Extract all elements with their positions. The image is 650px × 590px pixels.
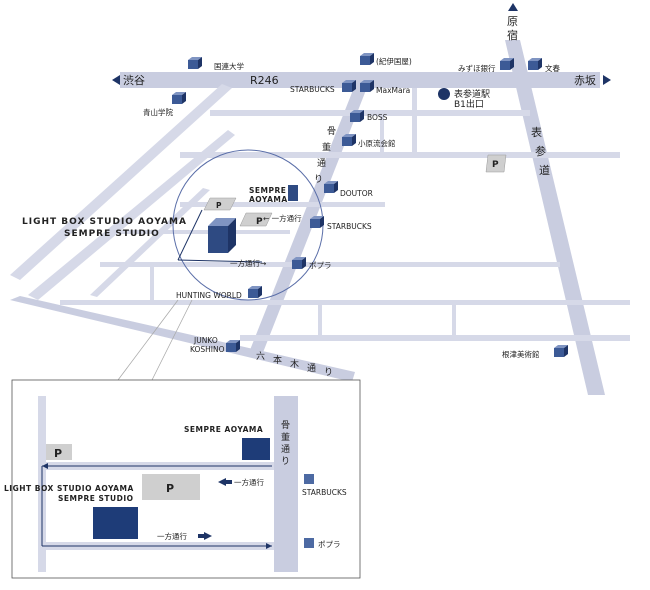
- road-kotto-1: 骨: [327, 126, 336, 137]
- lm-junko-2: KOSHINO: [190, 345, 225, 354]
- junko-building-icon: [226, 340, 240, 352]
- zoom-line-right: [151, 299, 193, 381]
- kinokuniya-building-icon: [360, 53, 374, 65]
- inset-lightbox-1: LIGHT BOX STUDIO AOYAMA: [4, 484, 134, 493]
- road-roppongi-4: 通: [307, 363, 316, 374]
- inset-kotto-1: 骨: [281, 420, 290, 431]
- parking-label-3: P: [256, 217, 263, 227]
- hunting-world-building-icon: [248, 286, 262, 298]
- road-omotesando-1: 表: [531, 125, 542, 139]
- inset-starbucks-icon: [304, 474, 314, 484]
- inset-studio-building: [93, 507, 138, 539]
- lm-lightbox-1: LIGHT BOX STUDIO AOYAMA: [22, 217, 187, 227]
- road-roppongi-1: 六: [256, 350, 265, 362]
- aoyama-gakuin-building-icon: [172, 92, 186, 104]
- road-roppongi-2: 本: [273, 354, 282, 366]
- inset-starbucks: STARBUCKS: [302, 488, 347, 497]
- road-omotesando-2: 参: [535, 144, 546, 158]
- inset-oneway-1: 一方通行: [234, 477, 264, 487]
- bunshun-building-icon: [528, 58, 542, 70]
- road-r246: R246: [250, 74, 279, 87]
- lm-maxmara: MaxMara: [376, 86, 410, 95]
- lm-oneway-2: 一方通行→: [230, 258, 266, 268]
- lm-poplar: ポプラ: [309, 261, 332, 270]
- road-roppongi-5: り: [324, 367, 333, 378]
- inset-parking-1: [46, 444, 72, 460]
- lm-boss: BOSS: [367, 113, 388, 122]
- kohara-building-icon: [342, 134, 356, 146]
- dir-harajuku-2: 宿: [507, 28, 518, 42]
- lm-aoyama-gakuin: 青山学院: [143, 107, 173, 117]
- inset-sempre-label: SEMPRE AOYAMA: [184, 425, 263, 434]
- station-icon: [438, 88, 450, 100]
- lm-sempre-2: AOYAMA: [249, 195, 288, 204]
- maxmara-building-icon: [360, 80, 374, 92]
- inset-kotto-3: 通: [281, 444, 290, 455]
- lm-starbucks-mid: STARBUCKS: [327, 222, 372, 231]
- arrow-left-icon: [112, 75, 120, 85]
- parking-near-1: [203, 197, 237, 211]
- road-kotto-2: 董: [322, 141, 331, 153]
- zoom-line-left: [117, 299, 179, 381]
- inset-sempre-building: [242, 438, 270, 460]
- parking-top-right: [485, 154, 507, 173]
- boss-building-icon: [350, 110, 364, 122]
- road-roppongi-3: 木: [290, 358, 299, 370]
- lightbox-studio-building: [208, 218, 236, 253]
- inset-oneway-2-arrow-icon: [204, 532, 212, 540]
- road-kotto-4: り: [314, 174, 323, 185]
- poplar-building-icon: [292, 257, 306, 269]
- lm-sempre-1: SEMPRE: [249, 186, 286, 195]
- lm-oneway-1: ← 一方通行: [263, 213, 302, 223]
- parking-label-1: P: [492, 160, 499, 170]
- starbucks-top-building-icon: [342, 80, 356, 92]
- mizuho-building-icon: [500, 58, 514, 70]
- inset-poplar: ポプラ: [318, 540, 341, 549]
- inset-oneway-2: 一方通行: [157, 531, 187, 541]
- kokuren-building-icon: [188, 57, 202, 69]
- road-network: [10, 40, 630, 395]
- dir-akasaka: 赤坂: [574, 74, 596, 87]
- lm-lightbox-2: SEMPRE STUDIO: [64, 229, 160, 239]
- oneway-arrow-line: [177, 259, 263, 263]
- inset-parking-label-2: P: [166, 482, 174, 495]
- lm-junko-1: JUNKO: [193, 336, 218, 345]
- lm-bunshun: 文春: [545, 63, 560, 73]
- doutor-building-icon: [324, 181, 338, 193]
- road-omotesando-3: 道: [539, 163, 550, 177]
- lm-nezu: 根津美術館: [502, 349, 540, 359]
- lm-station-2: B1出口: [454, 98, 484, 110]
- inset-parking-2: [142, 474, 200, 500]
- lm-kinokuniya: (紀伊国屋): [376, 56, 412, 66]
- inset-oneway-1-arrow-icon: [218, 478, 226, 486]
- inset-parking-label-1: P: [54, 447, 62, 460]
- dir-harajuku-1: 原: [507, 15, 518, 28]
- inset-lightbox-2: SEMPRE STUDIO: [58, 494, 134, 503]
- inset-kotto-2: 董: [281, 431, 290, 443]
- road-kotto-3: 通: [317, 158, 326, 169]
- lm-doutor: DOUTOR: [340, 189, 373, 198]
- starbucks-mid-building-icon: [310, 216, 324, 228]
- lm-kokuren: 国連大学: [214, 61, 244, 71]
- parking-label-2: P: [216, 201, 222, 210]
- arrow-up-icon: [508, 3, 518, 11]
- lm-station-1: 表参道駅: [454, 88, 490, 100]
- lm-starbucks-top: STARBUCKS: [290, 85, 335, 94]
- parking-near-2: [239, 212, 273, 227]
- inset-kotto-4: り: [281, 456, 290, 467]
- lm-kohara: 小原流会館: [358, 138, 396, 148]
- dir-shibuya: 渋谷: [123, 74, 145, 87]
- nezu-building-icon: [554, 345, 568, 357]
- inset-poplar-icon: [304, 538, 314, 548]
- lm-hunting: HUNTING WORLD: [176, 291, 242, 300]
- lm-mizuho: みずほ銀行: [458, 63, 496, 73]
- arrow-right-icon: [603, 75, 611, 85]
- sempre-aoyama-building: [288, 185, 298, 201]
- street-bracket: [177, 209, 203, 261]
